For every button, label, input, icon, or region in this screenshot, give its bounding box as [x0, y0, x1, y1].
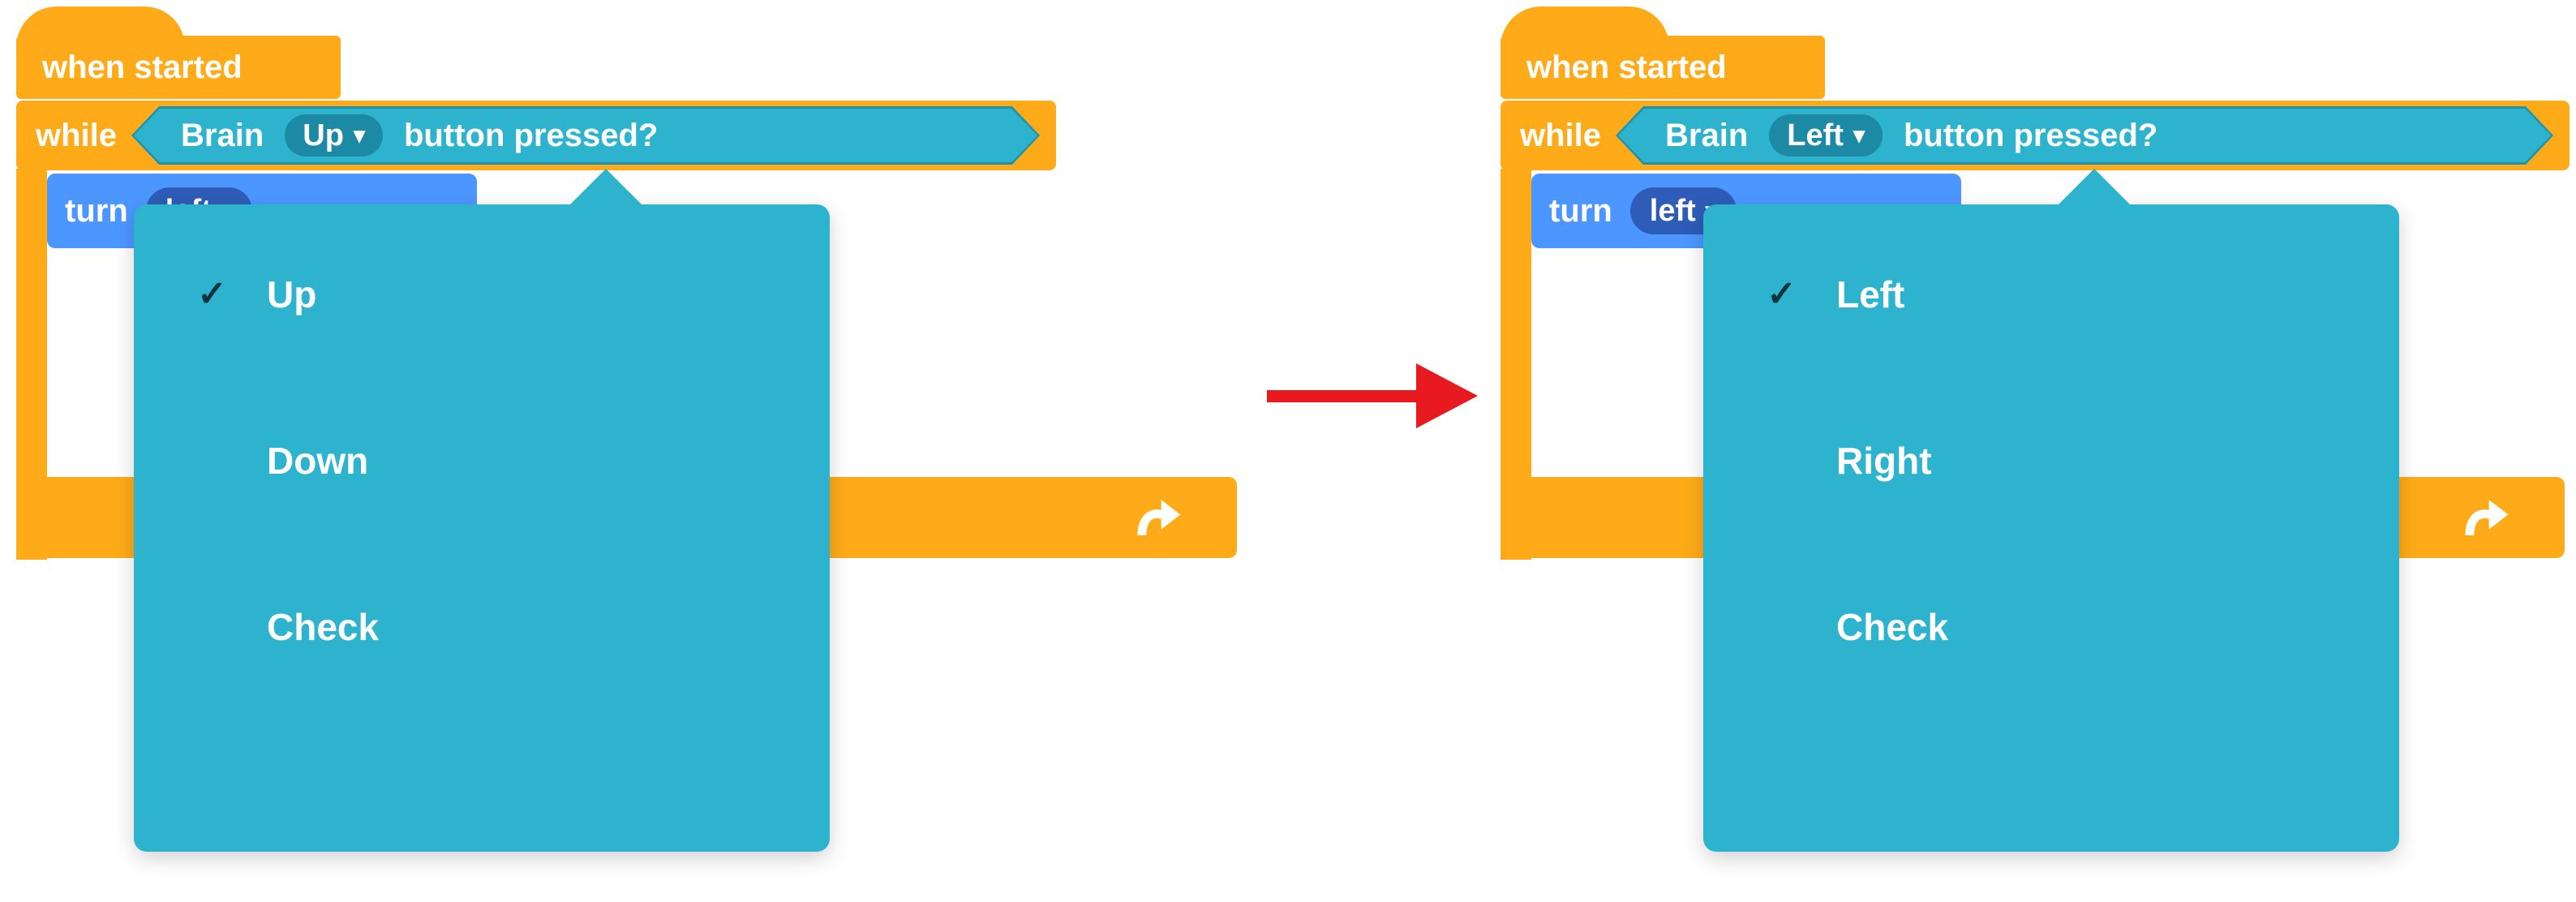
check-icon: ✓	[197, 274, 227, 314]
brain-button-dropdown[interactable]: Up ▾	[285, 114, 383, 157]
when-started-block[interactable]: when started	[16, 36, 341, 99]
while-label: while	[36, 117, 118, 153]
when-started-block[interactable]: when started	[1501, 36, 1825, 99]
condition-device-label: Brain	[1665, 117, 1749, 153]
turn-label: turn	[1549, 192, 1612, 229]
brain-button-dropdown-menu: ✓ Up Down Check	[134, 169, 830, 852]
menu-item-label: Right	[1836, 439, 1932, 482]
menu-item-check[interactable]: Check	[134, 543, 830, 710]
loop-arrow-icon	[2465, 500, 2509, 535]
condition-content: Brain Left ▾ button pressed?	[1618, 109, 2551, 162]
brain-button-pressed-condition[interactable]: Brain Up ▾ button pressed?	[131, 106, 1040, 165]
menu-item-label: Check	[1836, 605, 1949, 648]
menu-item-label: Down	[267, 439, 369, 482]
before-panel: when started turn left ▾ while Brain Up …	[16, 0, 1257, 902]
menu-item-right[interactable]: Right	[1703, 377, 2399, 543]
menu-item-label: Check	[267, 605, 380, 648]
arrow-head-icon	[1416, 363, 1478, 428]
arrow-shaft	[1267, 390, 1416, 402]
when-started-label: when started	[42, 49, 243, 85]
menu-item-up[interactable]: ✓ Up	[134, 211, 830, 377]
dropdown-menu-pointer	[569, 169, 643, 206]
menu-item-label: Left	[1836, 273, 1905, 316]
menu-item-check[interactable]: Check	[1703, 543, 2399, 710]
after-panel: when started turn left ▾ while Brain Lef…	[1501, 0, 2576, 902]
brain-button-dropdown-menu: ✓ Left Right Check	[1703, 169, 2399, 852]
condition-suffix-label: button pressed?	[404, 117, 659, 153]
while-block[interactable]: while Brain Left ▾ button pressed?	[1501, 101, 2570, 170]
brain-button-pressed-condition[interactable]: Brain Left ▾ button pressed?	[1616, 106, 2553, 165]
turn-label: turn	[65, 192, 128, 229]
condition-device-label: Brain	[181, 117, 264, 153]
condition-content: Brain Up ▾ button pressed?	[134, 109, 1037, 162]
chevron-down-icon: ▾	[1853, 122, 1865, 148]
menu-item-down[interactable]: Down	[134, 377, 830, 543]
chevron-down-icon: ▾	[353, 122, 365, 148]
brain-button-value: Up	[303, 118, 344, 152]
dropdown-menu-pointer	[2057, 169, 2132, 206]
while-label: while	[1520, 117, 1602, 153]
menu-item-left[interactable]: ✓ Left	[1703, 211, 2399, 377]
check-icon: ✓	[1767, 274, 1797, 314]
condition-suffix-label: button pressed?	[1904, 117, 2158, 153]
brain-button-value: Left	[1787, 118, 1844, 152]
while-block[interactable]: while Brain Up ▾ button pressed?	[16, 101, 1056, 170]
loop-arrow-icon	[1137, 500, 1181, 535]
turn-direction-value: left	[1649, 193, 1696, 228]
transform-arrow	[1267, 363, 1479, 428]
menu-item-label: Up	[267, 273, 317, 316]
brain-button-dropdown[interactable]: Left ▾	[1769, 114, 1883, 157]
when-started-label: when started	[1526, 49, 1727, 85]
